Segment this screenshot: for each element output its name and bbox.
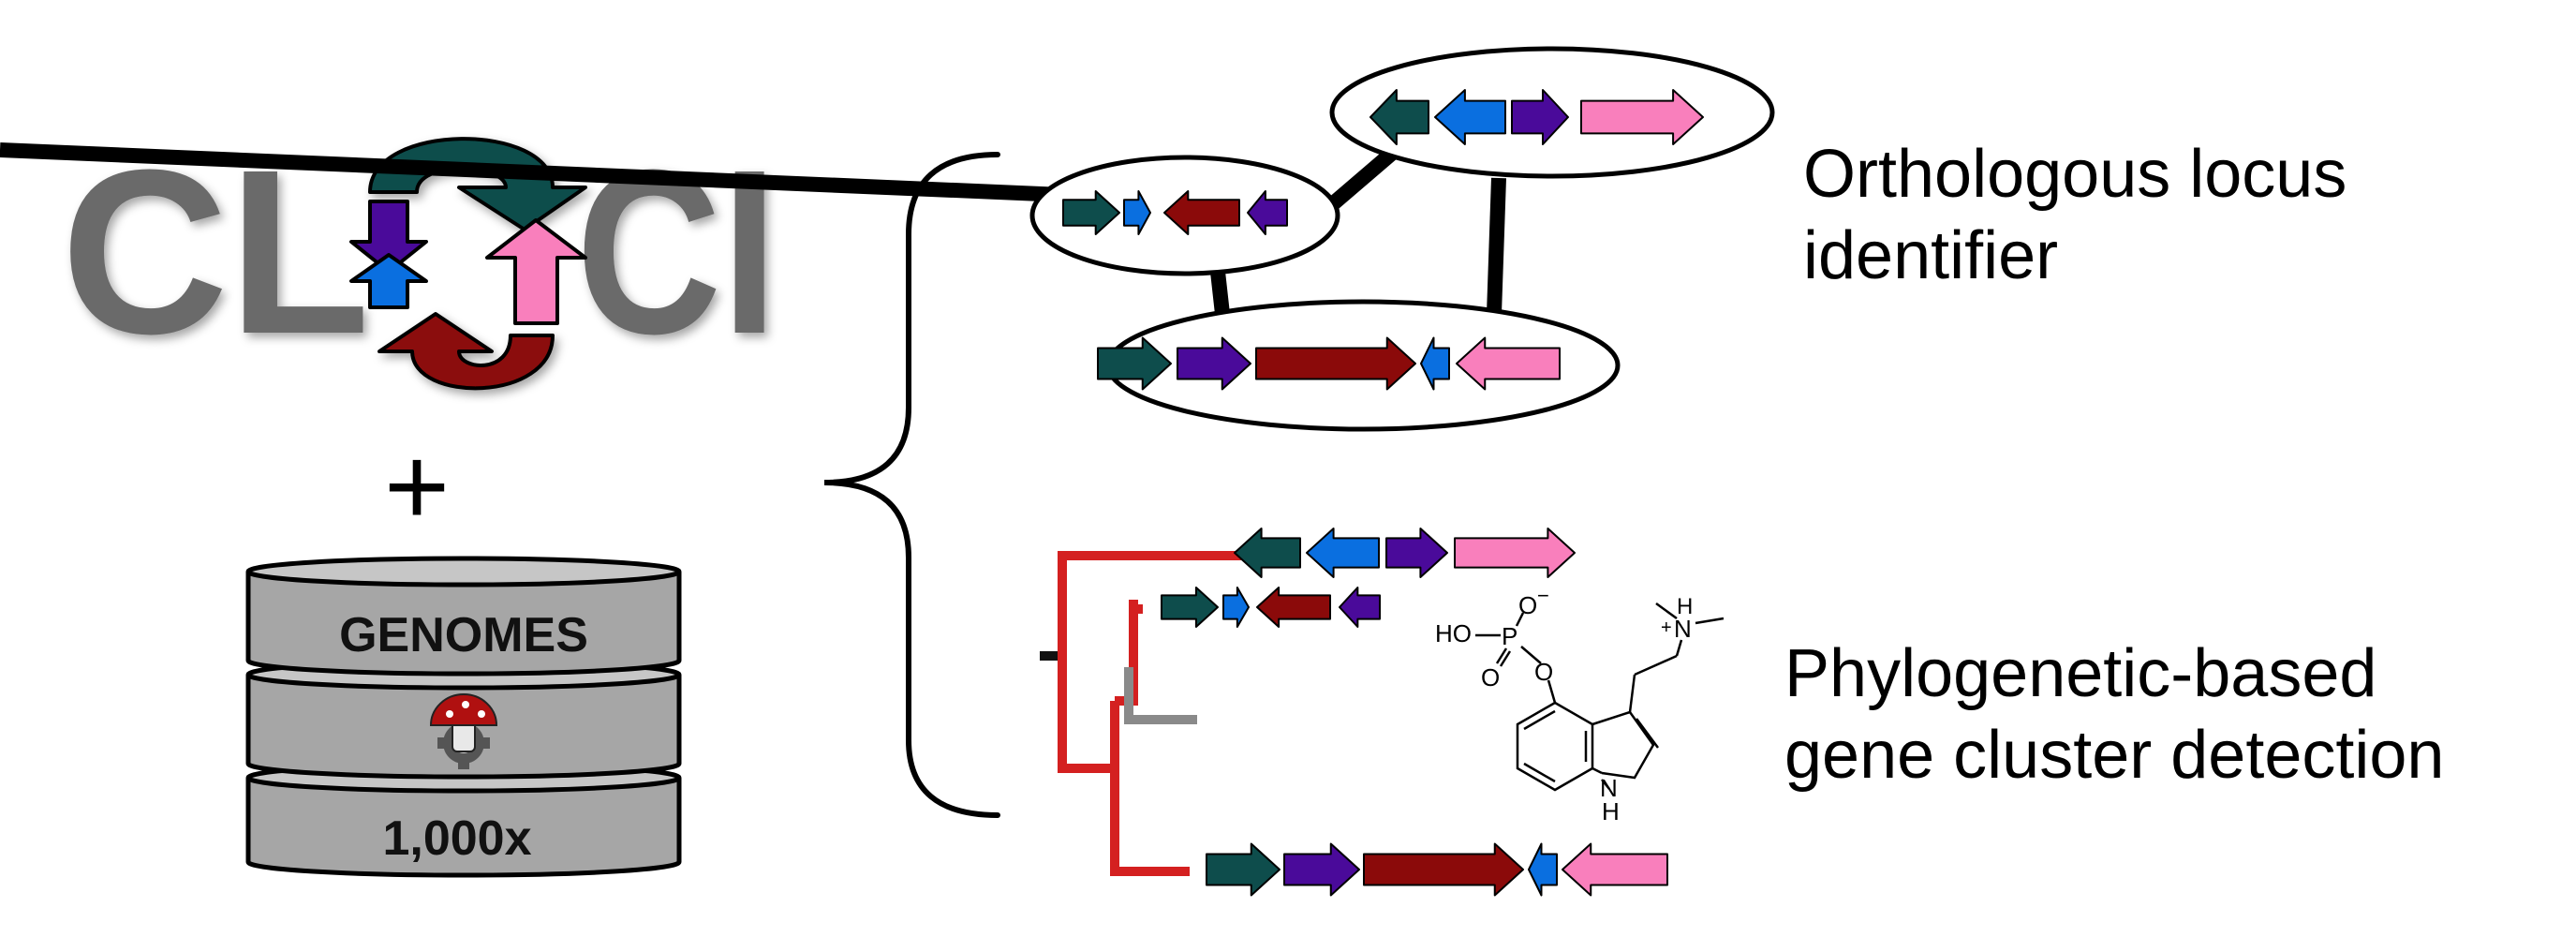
dark-green-gene-arrow: [1062, 190, 1120, 235]
atom-o-minus: O: [1518, 591, 1537, 619]
purple-gene-arrow: [1177, 336, 1251, 391]
psilocybin-structure: [1475, 602, 1725, 792]
charge-plus: +: [1661, 617, 1672, 638]
purple-gene-arrow: [1339, 587, 1381, 628]
logo-blue-up-arrow: [349, 253, 428, 309]
logo-bottom-arc-arrow: [378, 312, 555, 391]
atom-h-on-n: H: [1677, 594, 1693, 619]
curly-brace: [823, 152, 1000, 818]
genomes-label: GENOMES: [339, 608, 588, 662]
dark-green-gene-arrow: [1206, 842, 1281, 897]
logo-purple-down-arrow: [349, 200, 428, 274]
mushroom-gear-icon: [429, 693, 498, 769]
atom-ho: HO: [1435, 619, 1472, 647]
dark-green-gene-arrow: [1234, 528, 1301, 578]
pink-gene-arrow: [1456, 336, 1561, 391]
dark-green-gene-arrow: [1369, 89, 1429, 145]
atom-o-double: O: [1481, 663, 1500, 692]
dark-red-gene-arrow: [1255, 336, 1416, 391]
pink-gene-arrow: [1580, 89, 1704, 145]
logo-right-letters: CI: [576, 121, 777, 382]
purple-gene-arrow: [1385, 528, 1448, 578]
module-one-line1: Orthologous locus: [1803, 137, 2347, 212]
charge-minus: −: [1537, 584, 1549, 607]
dark-red-gene-arrow: [1163, 190, 1240, 235]
purple-gene-arrow: [1247, 190, 1288, 235]
dark-red-gene-arrow: [1363, 842, 1524, 897]
atom-n-plus: N: [1674, 615, 1692, 643]
orthologous-locus-network: [0, 46, 1775, 432]
blue-gene-arrow: [1434, 89, 1506, 145]
dark-green-gene-arrow: [1097, 336, 1172, 391]
pink-gene-arrow: [1562, 842, 1668, 897]
atom-nh-h: H: [1602, 797, 1620, 825]
psilocybin-atom-labels: HO P O − O O N + H N H: [1435, 584, 1693, 825]
purple-gene-arrow: [1283, 842, 1360, 897]
module-two-line2: gene cluster detection: [1784, 718, 2444, 793]
module-one-line2: identifier: [1803, 218, 2058, 293]
blue-gene-arrow: [1306, 528, 1380, 578]
module-two-line1: Phylogenetic-based: [1784, 636, 2376, 711]
blue-gene-arrow: [1528, 842, 1558, 897]
dark-green-gene-arrow: [1161, 587, 1219, 628]
blue-gene-arrow: [1420, 336, 1450, 391]
network-gene-arrows: [1062, 89, 1704, 391]
atom-nh: N: [1600, 774, 1618, 802]
logo-pink-up-arrow: [485, 218, 587, 325]
tree-gene-arrows: [1161, 528, 1668, 897]
atom-p: P: [1502, 622, 1517, 650]
pink-gene-arrow: [1454, 528, 1576, 578]
blue-gene-arrow: [1123, 190, 1151, 235]
dark-red-gene-arrow: [1256, 587, 1331, 628]
atom-o-bridge: O: [1534, 658, 1553, 686]
purple-gene-arrow: [1511, 89, 1569, 145]
genome-count-label: 1,000x: [382, 811, 531, 866]
phylogenetic-tree: [1040, 551, 1241, 876]
blue-gene-arrow: [1222, 587, 1250, 628]
plus-sign: +: [384, 424, 450, 549]
